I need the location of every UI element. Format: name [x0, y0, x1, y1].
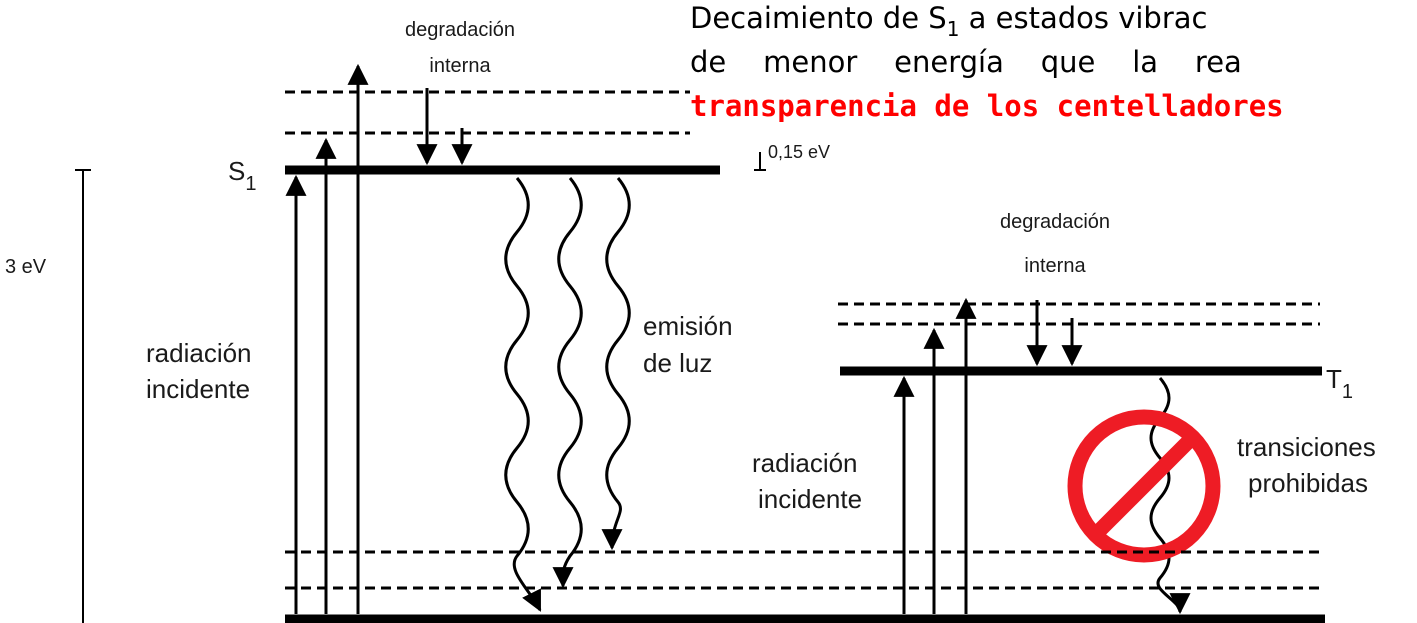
t1-incident-label-1: radiación: [752, 448, 858, 478]
triplet-system: degradación interna T1 radiación inciden…: [752, 211, 1376, 615]
s1-emission-label-1: emisión: [643, 311, 733, 341]
s1-emission-wave-3: [601, 177, 631, 551]
s1-degradation-label-1: degradación: [405, 19, 515, 41]
header-line-1: Decaimiento de S1 a estados vibrac: [690, 1, 1207, 41]
forbidden-symbol: [1067, 409, 1221, 563]
energy-scale: 3 eV: [5, 169, 91, 623]
header-highlight: transparencia de los centelladores: [690, 89, 1284, 123]
header-text: Decaimiento de S1 a estados vibrac de me…: [690, 1, 1284, 123]
s1-gap-marker: 0,15 eV: [754, 142, 830, 171]
s1-label: S1: [228, 156, 256, 195]
s1-gap-label: 0,15 eV: [768, 142, 830, 162]
singlet-system: S1 0,15 eV degradación interna radiación…: [146, 19, 830, 614]
s1-emission-wave-2: [552, 177, 583, 589]
t1-degradation-label-2: interna: [1024, 255, 1086, 277]
t1-label: T1: [1326, 364, 1353, 403]
ground-levels: [285, 550, 1325, 623]
s1-incident-label-2: incidente: [146, 374, 250, 404]
t1-degradation-label-1: degradación: [1000, 211, 1110, 233]
header-line-2: de menor energía que la rea: [690, 45, 1242, 79]
s1-emission-wave-1: [504, 177, 542, 612]
t1-forbidden-label-2: prohibidas: [1248, 468, 1368, 498]
s1-incident-label-1: radiación: [146, 338, 252, 368]
t1-forbidden-label-1: transiciones: [1237, 432, 1376, 462]
energy-scale-label: 3 eV: [5, 256, 47, 278]
t1-incident-label-2: incidente: [758, 484, 862, 514]
s1-emission-label-2: de luz: [643, 348, 712, 378]
s1-degradation-label-2: interna: [429, 55, 491, 77]
